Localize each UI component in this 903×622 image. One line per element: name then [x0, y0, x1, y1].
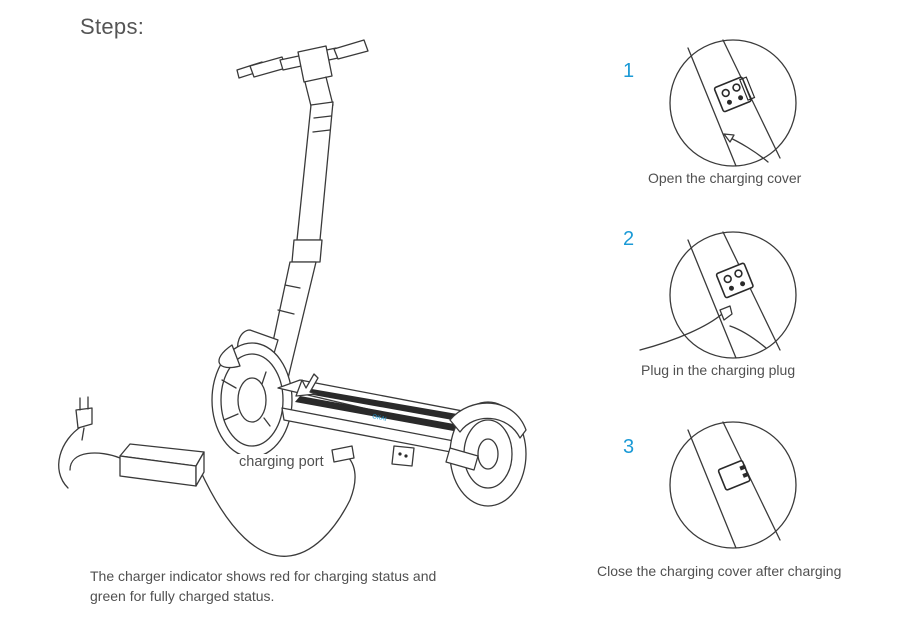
- step-3-number: 3: [623, 436, 635, 458]
- deck-logo: OKAI: [372, 414, 388, 423]
- step-3-illustration: [669, 421, 797, 549]
- charger-brick: [119, 443, 205, 487]
- charger-cable: [58, 425, 356, 557]
- charger-indicator-note: The charger indicator shows red for char…: [90, 566, 520, 606]
- step-1-illustration: [669, 39, 797, 167]
- charging-port-arrow: [295, 373, 319, 397]
- step-1-number: 1: [623, 60, 635, 82]
- note-line-2: green for fully charged status.: [90, 588, 275, 604]
- step-3-caption: Close the charging cover after charging: [597, 563, 842, 579]
- charging-port-label: charging port: [238, 454, 325, 470]
- rear-wheel: [445, 401, 527, 507]
- handlebar: [236, 39, 369, 111]
- step-1-caption: Open the charging cover: [648, 170, 802, 186]
- step-2-number: 2: [623, 228, 635, 250]
- steps-heading: Steps:: [80, 14, 145, 39]
- wall-plug: [75, 396, 93, 441]
- step-2-caption: Plug in the charging plug: [641, 362, 796, 378]
- step-2-illustration: [639, 231, 797, 359]
- front-wheel: [211, 329, 293, 458]
- note-line-1: The charger indicator shows red for char…: [90, 568, 437, 584]
